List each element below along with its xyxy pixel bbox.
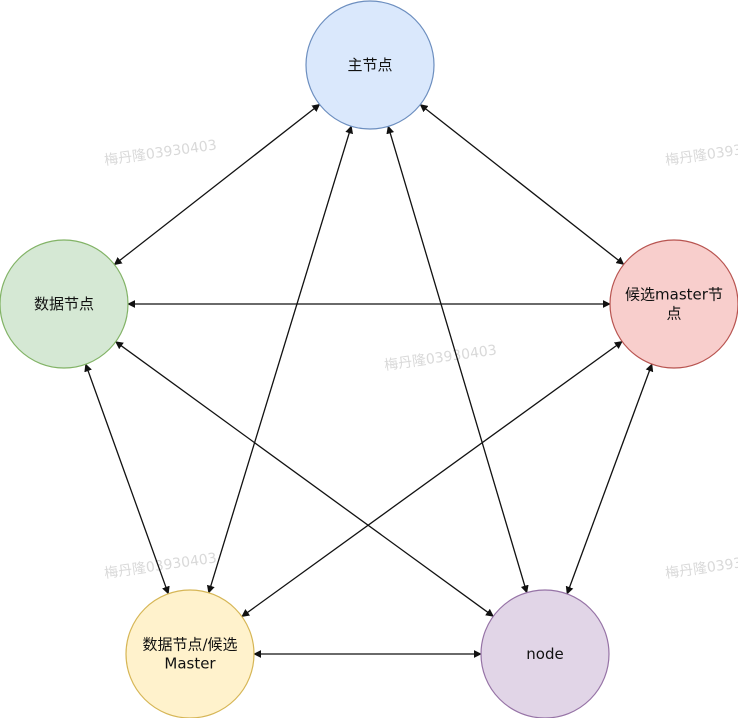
watermark-text: 梅丹隆03930403 [383,342,497,374]
edge-master-data [113,103,321,266]
node-circle-node[interactable] [480,589,610,718]
watermark-text: 梅丹隆03930403 [103,550,217,582]
node-label-master: 主节点 [347,56,392,74]
watermark-text: 梅丹隆0393 [664,142,738,169]
edge-data-node [115,341,494,617]
edge-candidate-data-candidate [241,340,623,618]
node-label-node: node [526,645,563,663]
node-data[interactable]: 数据节点 [0,239,129,369]
node-circle-master[interactable] [305,0,435,130]
node-circle-candidate[interactable] [609,239,738,369]
edge-master-data-candidate [206,125,354,594]
node-label-data-candidate: Master [164,655,216,673]
edge-data-data-candidate [84,363,170,595]
watermark-text: 梅丹隆03930403 [103,137,217,169]
node-label-data: 数据节点 [34,295,94,313]
edge-candidate-node [565,363,654,595]
watermark-text: 梅丹隆0393 [664,555,738,582]
node-master[interactable]: 主节点 [305,0,435,130]
node-circle-data-candidate[interactable] [125,589,255,718]
node-label-candidate: 点 [666,305,681,323]
node-label-data-candidate: 数据节点/候选 [142,636,237,654]
node-node[interactable]: node [480,589,610,718]
edge-layer [84,103,654,658]
node-circle-data[interactable] [0,239,129,369]
node-label-candidate: 候选master节 [625,286,723,304]
edge-master-candidate [419,104,625,265]
